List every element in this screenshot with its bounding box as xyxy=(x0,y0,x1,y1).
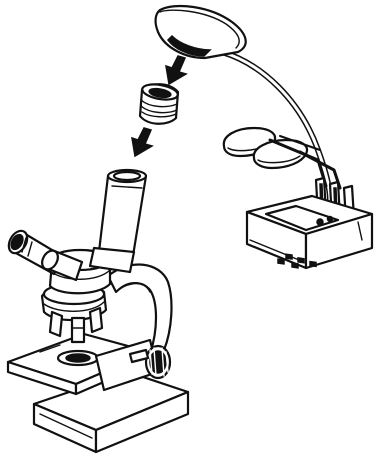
document-camera xyxy=(156,6,372,268)
camera-head xyxy=(156,6,246,58)
microscope-arm xyxy=(108,265,171,354)
gooseneck-arm xyxy=(222,52,330,200)
microscope xyxy=(5,170,188,452)
down-arrow-icon xyxy=(132,128,152,156)
arrow-1 xyxy=(166,56,186,84)
down-arrow-icon xyxy=(166,56,186,84)
arrow-2 xyxy=(132,128,152,156)
lens-adapter xyxy=(140,82,179,124)
eyepiece-tube xyxy=(90,170,146,272)
